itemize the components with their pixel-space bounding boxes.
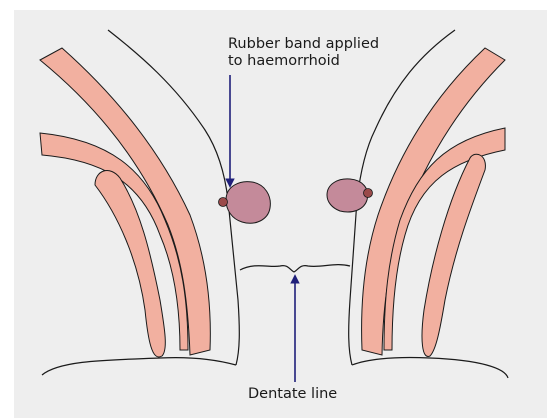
- dentate-line-label: Dentate line: [248, 386, 337, 403]
- rubber-band-label-line-1: Rubber band applied: [228, 36, 379, 53]
- left-rubber-band: [219, 198, 228, 207]
- left-upper-muscle-band: [40, 133, 188, 350]
- right-haemorrhoid: [327, 179, 368, 212]
- left-haemorrhoid: [226, 182, 270, 224]
- right-rubber-band: [364, 189, 373, 198]
- perianal-skin-contour-right: [352, 357, 508, 378]
- rubber-band-label: Rubber band applied to haemorrhoid: [228, 36, 379, 70]
- dentate-line: [240, 265, 350, 272]
- rubber-band-label-line-2: to haemorrhoid: [228, 53, 379, 70]
- perianal-skin-contour: [42, 358, 236, 375]
